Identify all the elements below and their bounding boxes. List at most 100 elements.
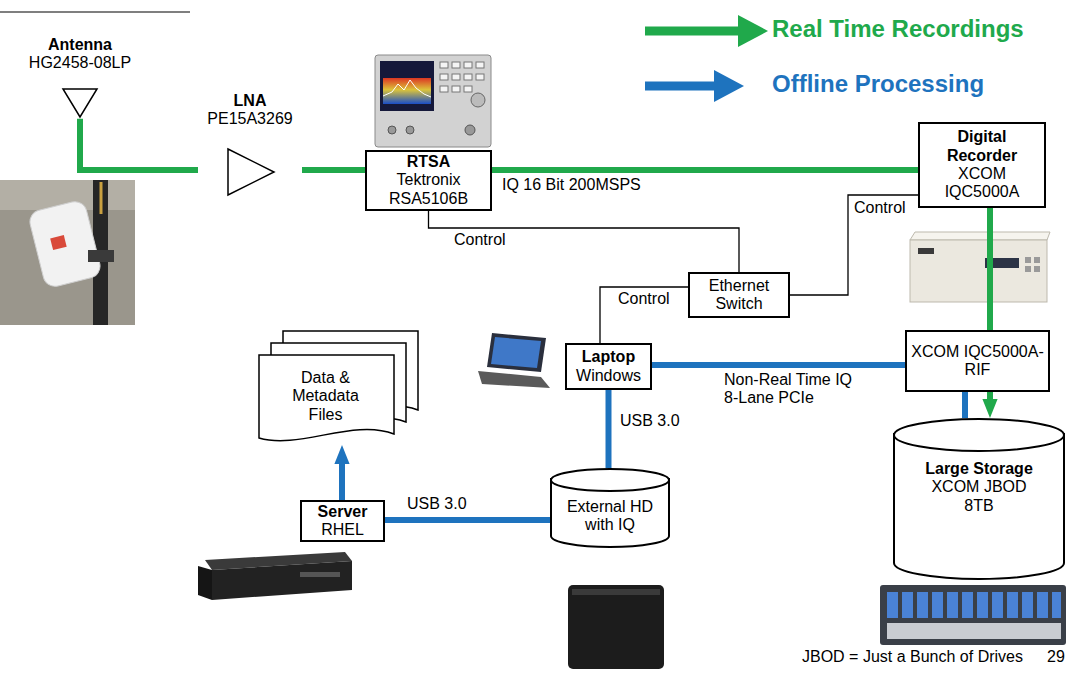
antenna-symbol (61, 87, 99, 119)
node-text: Ethernet Switch (694, 277, 784, 314)
analyzer-knob (471, 93, 485, 107)
antenna-clamp (88, 250, 114, 262)
header-rule (0, 11, 190, 13)
signal-path (339, 457, 345, 500)
page-number: 29 (1045, 648, 1067, 666)
recorder-logo (918, 248, 934, 254)
process-box: ServerRHEL (300, 500, 385, 542)
recorder-body (910, 240, 1047, 302)
external-hd-photo (568, 585, 664, 669)
antenna-photo (0, 180, 135, 325)
antenna-device-label (50, 235, 66, 250)
server-side (198, 566, 212, 600)
node-text: External HD with IQ (556, 498, 664, 535)
jbod-drive (902, 592, 913, 618)
signal-path (492, 167, 918, 173)
analyzer-trace (383, 80, 431, 97)
process-box: Digital RecorderXCOM IQC5000A (918, 122, 1046, 208)
analyzer-key (476, 62, 484, 68)
node-text: Data & Metadata Files (280, 369, 372, 424)
analyzer-port (465, 125, 475, 135)
jbod-drive (887, 592, 898, 618)
recorder-top (910, 232, 1050, 240)
edge-label: Control (616, 290, 672, 308)
antenna-triangle (63, 89, 97, 117)
process-box: RTSATektronix RSA5106B (365, 150, 492, 211)
node-text: PE15A3269 (207, 110, 292, 128)
signal-path (302, 167, 365, 173)
analyzer-spectrum (383, 78, 431, 104)
node-heading: Antenna (48, 36, 112, 54)
node-text: XCOM IQC5000A-RIF (911, 343, 1044, 380)
analyzer-key (464, 74, 472, 80)
edge-label: USB 3.0 (405, 495, 469, 513)
signal-path (606, 390, 612, 468)
server-front (212, 561, 352, 600)
signal-path (652, 362, 905, 368)
edge-label: Control (852, 199, 908, 217)
legend-arrow-head (738, 15, 768, 47)
legend-text: Offline Processing (772, 70, 984, 98)
analyzer-key (452, 74, 460, 80)
node-heading: Server (318, 503, 368, 521)
jbod-drive (1052, 592, 1061, 618)
legend-text: Real Time Recordings (772, 15, 1024, 43)
node-heading: Laptop (582, 348, 635, 366)
antenna-device (27, 199, 102, 289)
signal-path (385, 517, 550, 523)
analyzer-port (406, 126, 414, 134)
analyzer-key (452, 86, 460, 92)
analyzer-key (476, 74, 484, 80)
node-heading: LNA (234, 92, 267, 110)
jbod-lower-bay (887, 623, 1061, 639)
document-page (259, 355, 394, 441)
edge-label: IQ 16 Bit 200MSPS (500, 176, 643, 194)
arrowhead-carrier (342, 445, 343, 500)
analyzer-key (440, 74, 448, 80)
edge-label: Control (452, 231, 508, 249)
recorder-button (1034, 257, 1040, 263)
signal-path (80, 119, 198, 170)
cylinder-top (551, 469, 669, 491)
legend-arrow-head (714, 70, 744, 102)
node-heading: RTSA (407, 153, 451, 171)
jbod-drive (947, 592, 958, 618)
analyzer-key (464, 62, 472, 68)
edge-label: Non-Real Time IQ 8-Lane PCIe (722, 371, 866, 408)
recorder-button (1025, 257, 1031, 263)
analyzer-key (464, 86, 472, 92)
edge-label: USB 3.0 (618, 412, 682, 430)
footnote: JBOD = Just a Bunch of Drives (800, 648, 1025, 666)
storage-cylinder: Large StorageXCOM JBOD 8TB (893, 418, 1065, 580)
analyzer-key (440, 86, 448, 92)
control-line (600, 287, 688, 343)
node-heading: Digital Recorder (924, 128, 1040, 165)
storage-cylinder: External HD with IQ (550, 468, 670, 548)
node-text: RHEL (321, 521, 364, 539)
node-text: Windows (576, 367, 641, 385)
arrowhead-carrier (990, 392, 991, 418)
signal-path (987, 392, 993, 406)
node-text: HG2458-08LP (29, 54, 131, 72)
amplifier-node: LNAPE15A3269 (198, 92, 302, 197)
jbod-drive (1037, 592, 1048, 618)
recorder-button (1034, 266, 1040, 272)
node-text: XCOM IQC5000A (924, 165, 1040, 202)
analyzer-key (452, 62, 460, 68)
amplifier-triangle (228, 149, 274, 195)
server-bay (300, 572, 340, 577)
analyzer-port (388, 126, 396, 134)
recorder-button (1025, 266, 1031, 272)
signal-path (987, 208, 993, 330)
analyzer-screen (380, 61, 434, 111)
node-heading: Large Storage (925, 460, 1033, 478)
process-box: Ethernet Switch (688, 272, 790, 318)
jbod-drive (962, 592, 973, 618)
analyzer-key (440, 62, 448, 68)
laptop-display (491, 337, 541, 368)
node-text: Tektronix RSA5106B (371, 171, 486, 208)
jbod-drive (1007, 592, 1018, 618)
control-line (790, 195, 918, 295)
laptop-base (478, 371, 550, 388)
amplifier-symbol (226, 147, 276, 197)
